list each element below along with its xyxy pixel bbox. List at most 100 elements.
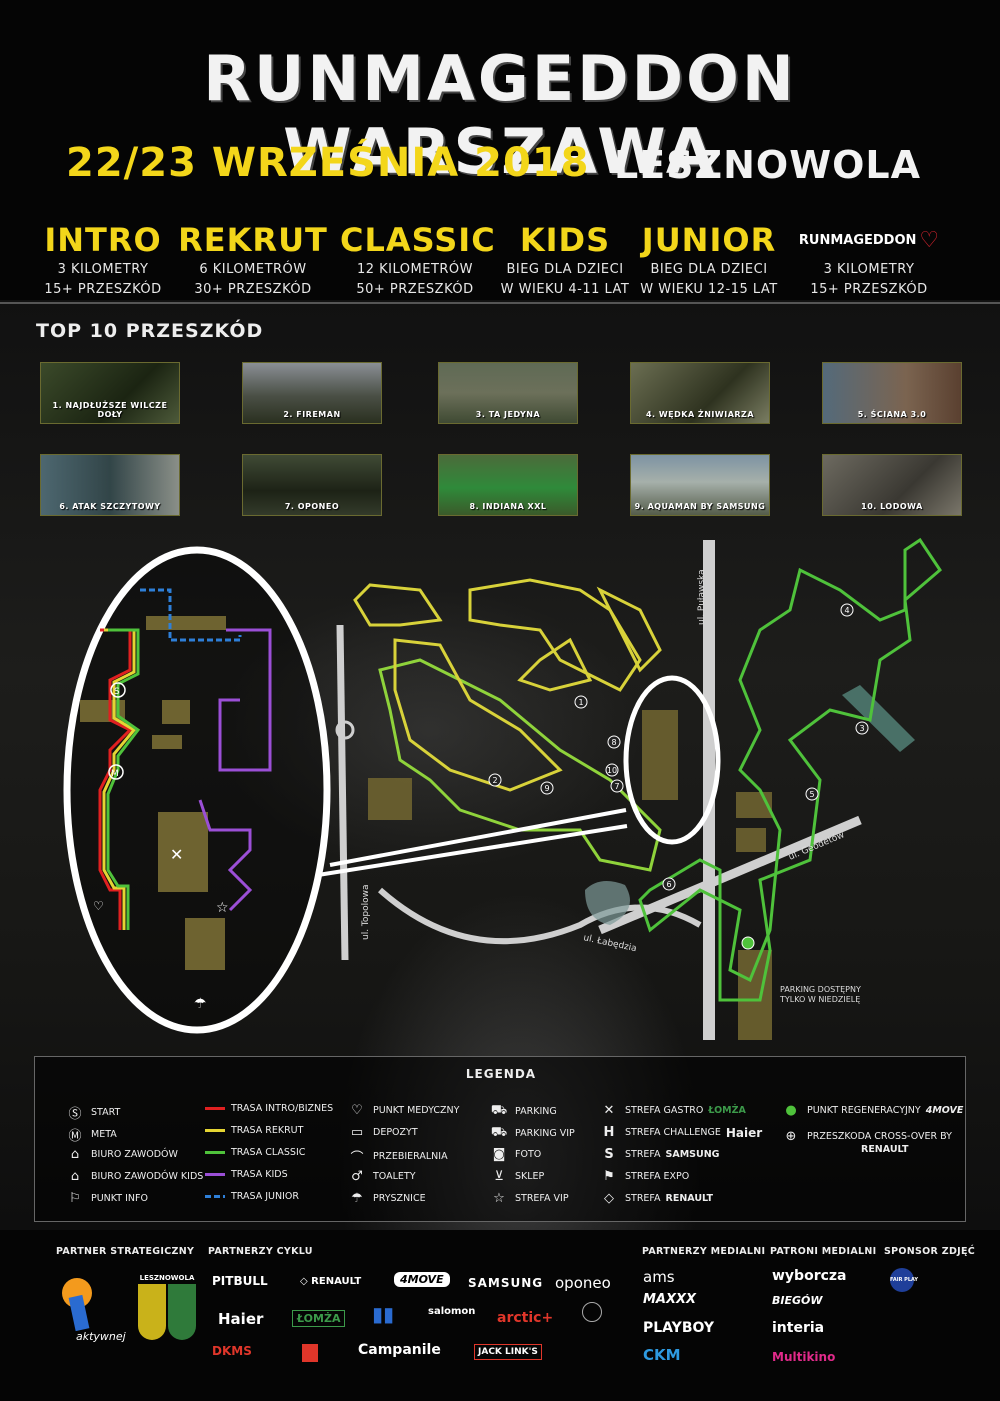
inset-zone-6 [146,616,226,630]
logo-interia: interia [772,1320,825,1336]
route-classic [638,537,942,1002]
marker-8: 8 [607,735,621,749]
roundabout [335,720,355,740]
crossover-icon: ⊕ [785,1129,797,1144]
race-rekrut: REKRUT 6 KILOMETRÓW 30+ PRZESZKÓD [178,221,328,297]
flag-icon: ⚑ [603,1169,615,1184]
runmageddon-biznes-logo: RUNMAGEDDON♡ [798,227,940,253]
legend-info: ⚐PUNKT INFO [65,1191,148,1206]
parking-note-1: PARKING DOSTĘPNY [780,985,861,994]
inset-route-rekrut [102,628,137,930]
logo-jacklinks: JACK LINK'S [474,1344,542,1360]
marker-1: 1 [574,695,588,709]
zoom-connector-1 [329,808,627,867]
zoom-connector-2 [317,824,628,877]
parking-zone-3 [736,828,766,852]
shower-icon: ☂ [351,1191,363,1206]
logo-ams: ams [643,1268,675,1286]
marker-10: 10 [605,763,619,777]
legend-expo: ⚑STREFA EXPO [599,1169,689,1184]
inset-zone-4 [158,812,208,892]
s-box-icon: S [604,1147,614,1162]
logo-ckm: CKM [643,1346,681,1364]
sponsor-media-header: PARTNERZY MEDIALNI [642,1246,766,1257]
inset-route-kids [198,628,272,912]
h-icon: H [603,1125,615,1140]
legend-sklep: ⊻SKLEP [489,1169,544,1184]
legend-medyczny: ♡PUNKT MEDYCZNY [347,1103,459,1118]
logo-pitbull: PITBULL [212,1274,268,1288]
legend-trasa-junior: TRASA JUNIOR [205,1191,299,1202]
svg-text:10: 10 [607,766,617,775]
obstacle-card-1: 1. NAJDŁUŻSZE WILCZE DOŁY [40,362,180,424]
header-divider [0,302,1000,304]
top10-title: TOP 10 PRZESZKÓD [36,320,264,342]
logo-maxxx: MAXXX [643,1292,697,1307]
marker-3: 3 [855,721,869,735]
house-icon: ⌂ [70,1147,80,1162]
zoom-highlight-small [623,675,721,845]
sponsor-patrons-header: PATRONI MEDIALNI [770,1246,877,1257]
roads [335,540,862,1040]
meta-icon: Ⓜ [68,1129,82,1144]
medical-heart-icon: ♡ [351,1103,363,1118]
street-labedzia: ul. Łabędzia [582,933,637,954]
inset-route-classic [106,628,141,930]
heart-icon: ♡ [919,227,940,253]
parking-zone-1 [368,778,412,820]
legend-strefa-vip: ☆STREFA VIP [489,1191,568,1206]
svg-text:9: 9 [544,784,549,793]
legend-trasa-intro: TRASA INTRO/BIZNES [205,1103,333,1114]
legend-przebieralnia: ⌒PRZEBIERALNIA [347,1147,447,1166]
marker-7: 7 [610,779,624,793]
logo-samsung: SAMSUNG [468,1276,544,1290]
inset-zone-2 [162,700,190,724]
marker-6: 6 [662,877,676,891]
gastro-icon: ✕ [170,845,183,864]
logo-multikino: Multikino [772,1350,836,1364]
vip-star-icon: ☆ [216,900,229,916]
logo-redbull-can: ▮▮ [372,1302,395,1326]
legend-depozyt: ▭DEPOZYT [347,1125,418,1140]
road-labedzia [378,887,702,945]
logo-red-badge [302,1344,318,1362]
obstacle-card-9: 9. AQUAMAN BY SAMSUNG [630,454,770,516]
legend-trasa-rekrut: TRASA REKRUT [205,1125,303,1136]
star-icon: ☆ [493,1191,505,1206]
road-geodetow [598,815,862,935]
pond [585,881,630,925]
inset-zone-3 [152,735,182,749]
crest-right [168,1284,196,1340]
ticket-icon: ▭ [350,1125,364,1140]
event-area-zone [642,710,678,800]
obstacle-card-3: 3. TA JEDYNA [438,362,578,424]
cart-icon: ⊻ [494,1169,504,1184]
sponsor-cycle-header: PARTNERZY CYKLU [208,1246,313,1257]
logo-playboy: PLAYBOY [643,1320,715,1336]
route-rekrut-loop [596,586,662,673]
marker-9: 9 [540,781,554,795]
obstacle-card-8: 8. INDIANA XXL [438,454,578,516]
lesznowola-crest: LESZNOWOLA [138,1274,196,1346]
obstacle-markers: 1 2 3 4 5 6 7 8 9 10 [488,603,869,950]
signpost-icon: ⚐ [69,1191,81,1206]
toilet-icon: ♂ [351,1169,363,1184]
inset-route-intro [98,628,133,930]
logo-festiwal-biegow: BIEGÓW [772,1294,823,1307]
legend-title: LEGENDA [465,1067,537,1081]
regeneration-point-icon [741,936,755,950]
svg-text:5: 5 [809,790,814,799]
logo-oponeo: oponeo [555,1274,611,1292]
svg-text:1: 1 [578,698,583,707]
zoom-inset: S M ✕ ☆ ☂ ♡ [63,546,331,1034]
svg-text:7: 7 [614,782,619,791]
logo-dkms: DKMS [212,1344,252,1358]
legend-trasa-kids: TRASA KIDS [205,1169,288,1180]
race-intro: INTRO 3 KILOMETRY 15+ PRZESZKÓD [44,221,162,297]
strategic-partner-logo: aktywnej [58,1276,128,1346]
logo-fair-play: FAIR PLAY [890,1268,918,1292]
